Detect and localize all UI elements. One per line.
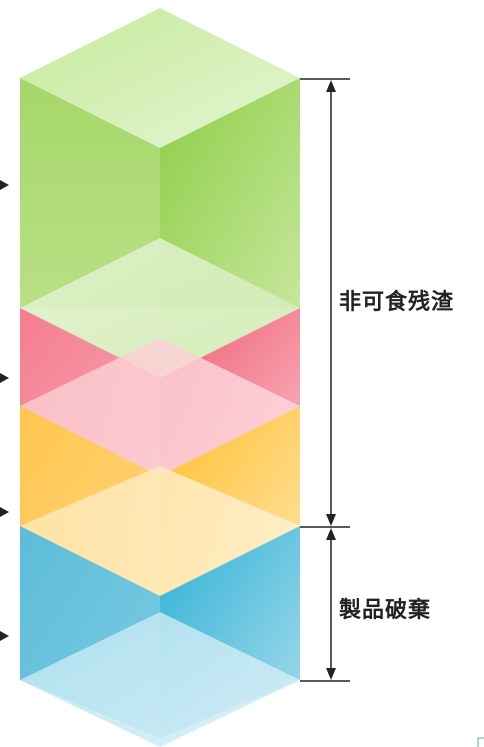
yellow-layer <box>20 406 300 596</box>
green-right-face <box>160 78 300 308</box>
arrow-down-icon <box>326 514 336 526</box>
corner-mark <box>477 737 484 747</box>
arrow-down-icon <box>326 668 336 680</box>
arrow-right-icon <box>0 631 9 641</box>
blue-layer <box>20 526 300 747</box>
lower-range-label: 製品破棄 <box>339 598 432 623</box>
lower-range-bracket <box>300 528 350 682</box>
pink-inner-face <box>20 338 300 476</box>
arrow-right-icon <box>0 507 9 517</box>
arrow-right-icon <box>0 373 9 383</box>
pink-layer <box>20 308 300 476</box>
upper-range-bracket <box>300 78 350 528</box>
upper-range-label: 非可食残渣 <box>339 290 455 315</box>
blue-inner-face <box>20 612 300 747</box>
arrow-right-icon <box>0 180 9 190</box>
yellow-inner-face <box>20 466 300 596</box>
arrow-up-icon <box>326 528 336 540</box>
green-left-face <box>20 78 160 308</box>
arrow-up-icon <box>326 80 336 92</box>
left-arrows <box>0 180 9 641</box>
